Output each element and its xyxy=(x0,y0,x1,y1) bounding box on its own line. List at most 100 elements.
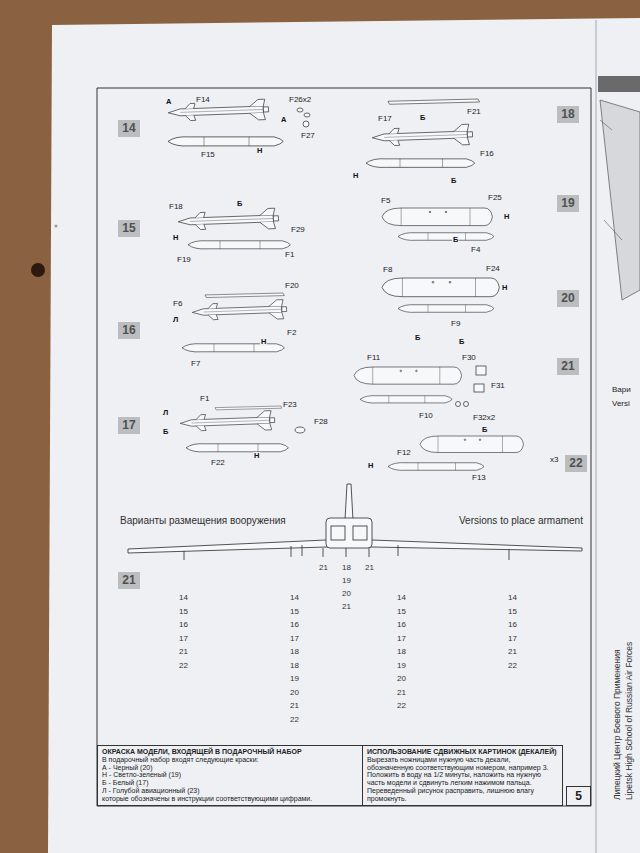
paint-code: Н xyxy=(352,172,359,180)
part-label: F20 xyxy=(284,282,300,290)
step-number-box: 21 xyxy=(557,358,579,375)
paint-code: Б xyxy=(450,177,457,185)
box-text: 20 xyxy=(561,291,574,305)
step-16-parts xyxy=(182,293,287,352)
school-label: Липецкий Центр Боевого Применения xyxy=(613,648,622,801)
station-number: 20 xyxy=(341,590,352,598)
paint-code: Н xyxy=(256,147,263,155)
station-number: 21 xyxy=(507,648,518,656)
station-number: 17 xyxy=(507,635,518,643)
paint-code: Б xyxy=(452,236,459,244)
text-panel: ИСПОЛЬЗОВАНИЕ СДВИЖНЫХ КАРТИНОК (ДЕКАЛЕЙ… xyxy=(362,745,563,806)
paint-code: Н xyxy=(253,452,260,460)
station-number: 14 xyxy=(178,594,189,602)
station-number: 21 xyxy=(396,689,407,697)
step-17-parts xyxy=(180,406,305,452)
station-number: 18 xyxy=(289,648,300,656)
step-number-box: 17 xyxy=(118,417,140,434)
wood-hole xyxy=(31,263,45,277)
page-fold xyxy=(595,20,597,853)
step-number-box: 21 xyxy=(118,572,140,589)
panel-heading: ОКРАСКА МОДЕЛИ, ВХОДЯЩЕЙ В ПОДАРОЧНЫЙ НА… xyxy=(102,748,358,756)
caption: Versions to place armament xyxy=(458,516,584,527)
station-number: 17 xyxy=(396,635,407,643)
station-number: 20 xyxy=(289,689,300,697)
box-text: 15 xyxy=(122,221,135,235)
page-number-box: 5 xyxy=(566,786,591,806)
step-18-parts xyxy=(366,99,480,167)
part-label: F24 xyxy=(485,265,501,273)
part-label: F11 xyxy=(366,354,381,362)
page-frame xyxy=(97,88,591,806)
paint-code: Б xyxy=(162,428,169,436)
panel-text: Л - Голубой авиационный (23) xyxy=(102,787,358,795)
paper-dot xyxy=(55,225,58,228)
part-label: F28 xyxy=(313,418,329,426)
station-number: 17 xyxy=(178,635,189,643)
part-label: F15 xyxy=(200,151,216,159)
station-number: 15 xyxy=(507,608,518,616)
caption: Варианты размещения вооружения xyxy=(119,516,287,527)
box-text: 14 xyxy=(122,121,135,135)
part-label: Versi xyxy=(611,400,631,408)
station-number: 15 xyxy=(289,608,300,616)
station-number: 21 xyxy=(178,648,189,656)
part-label: F9 xyxy=(450,320,461,328)
part-label: F10 xyxy=(418,412,434,420)
step-14-parts xyxy=(168,99,310,146)
panel-heading: ИСПОЛЬЗОВАНИЕ СДВИЖНЫХ КАРТИНОК (ДЕКАЛЕЙ… xyxy=(367,748,558,756)
box-text: 19 xyxy=(561,196,574,210)
panel-text: Вырезать ножницами нужную часть декали, … xyxy=(367,756,558,803)
paint-code: Н xyxy=(503,213,510,221)
step-number-box: 15 xyxy=(118,220,140,237)
part-label: F8 xyxy=(382,266,393,274)
box-text: 21 xyxy=(122,573,135,587)
station-number: 21 xyxy=(341,603,352,611)
panel-text: которые обозначены в инструкции соответс… xyxy=(102,795,358,803)
panel-text: В подарочный набор входят следующие крас… xyxy=(102,756,358,764)
paint-code: Н xyxy=(172,234,179,242)
station-number: 15 xyxy=(396,608,407,616)
part-label: F21 xyxy=(466,108,482,116)
part-label: F7 xyxy=(190,360,201,368)
paint-code: Л xyxy=(172,316,179,324)
station-number: 22 xyxy=(178,662,189,670)
part-label: F30 xyxy=(461,354,477,362)
station-number: 20 xyxy=(396,675,407,683)
part-label: F16 xyxy=(479,150,495,158)
part-label: F6 xyxy=(172,300,183,308)
station-number: 19 xyxy=(341,577,352,585)
step-number-box: 18 xyxy=(557,106,579,123)
panel-text: Н - Светло-зеленый (19) xyxy=(102,771,358,779)
paint-code: Л xyxy=(162,409,169,417)
step-number-box: 16 xyxy=(118,322,140,339)
part-label: F26x2 xyxy=(288,96,312,104)
part-label: F31 xyxy=(490,382,506,390)
part-label: F12 xyxy=(396,449,412,457)
station-number: 22 xyxy=(396,702,407,710)
box-text: 16 xyxy=(122,323,135,337)
station-number: 14 xyxy=(289,594,300,602)
part-label: F25 xyxy=(487,194,503,202)
panel-text: Б - Белый (17) xyxy=(102,779,358,787)
box-text: 21 xyxy=(561,359,574,373)
part-label: F23 xyxy=(282,401,298,409)
station-number: 18 xyxy=(341,564,352,572)
part-label: F32x2 xyxy=(472,414,496,422)
paper-sheet xyxy=(48,18,640,853)
paint-code: Б xyxy=(458,338,465,346)
next-page-drawing xyxy=(600,100,640,300)
paint-code: Б xyxy=(419,114,426,122)
part-label: F17 xyxy=(377,115,393,123)
part-label: Вари xyxy=(611,386,632,394)
part-label: F18 xyxy=(168,203,184,211)
station-number: 21 xyxy=(289,702,300,710)
station-number: 15 xyxy=(178,608,189,616)
text-panel: ОКРАСКА МОДЕЛИ, ВХОДЯЩЕЙ В ПОДАРОЧНЫЙ НА… xyxy=(97,745,363,806)
station-number: 19 xyxy=(289,675,300,683)
next-page-lines xyxy=(600,120,622,240)
station-number: 18 xyxy=(396,648,407,656)
station-number: 21 xyxy=(364,564,375,572)
